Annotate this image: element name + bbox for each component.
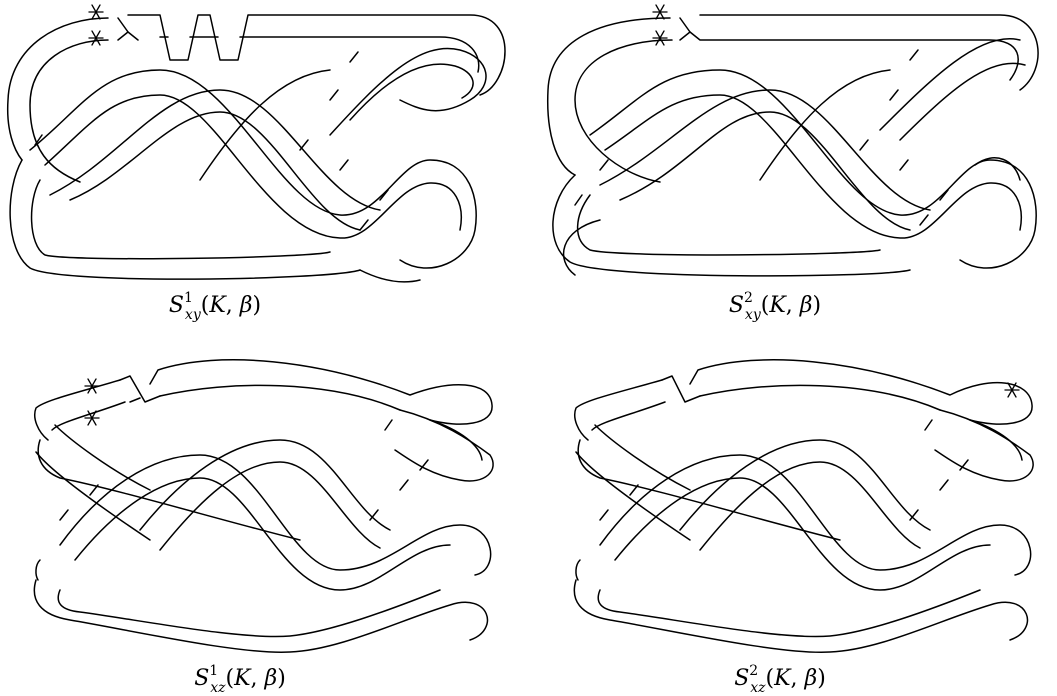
knot-strands-xy1 (6, 14, 506, 283)
star-icon (1004, 382, 1020, 398)
star-icon (84, 378, 100, 394)
basepoint-stars-xz2 (1004, 382, 1020, 398)
star-icon (88, 30, 104, 46)
star-icon (88, 4, 104, 20)
knot-strands-xy2 (546, 14, 1039, 277)
star-icon (652, 4, 668, 20)
star-icon (652, 30, 668, 46)
basepoint-stars-xz1 (84, 378, 100, 426)
basepoint-stars-xy2 (652, 4, 668, 46)
star-icon (84, 410, 100, 426)
knot-strands-xz1 (33, 359, 494, 653)
basepoint-stars-xy1 (88, 4, 104, 46)
knot-strands-xz2 (573, 359, 1034, 653)
